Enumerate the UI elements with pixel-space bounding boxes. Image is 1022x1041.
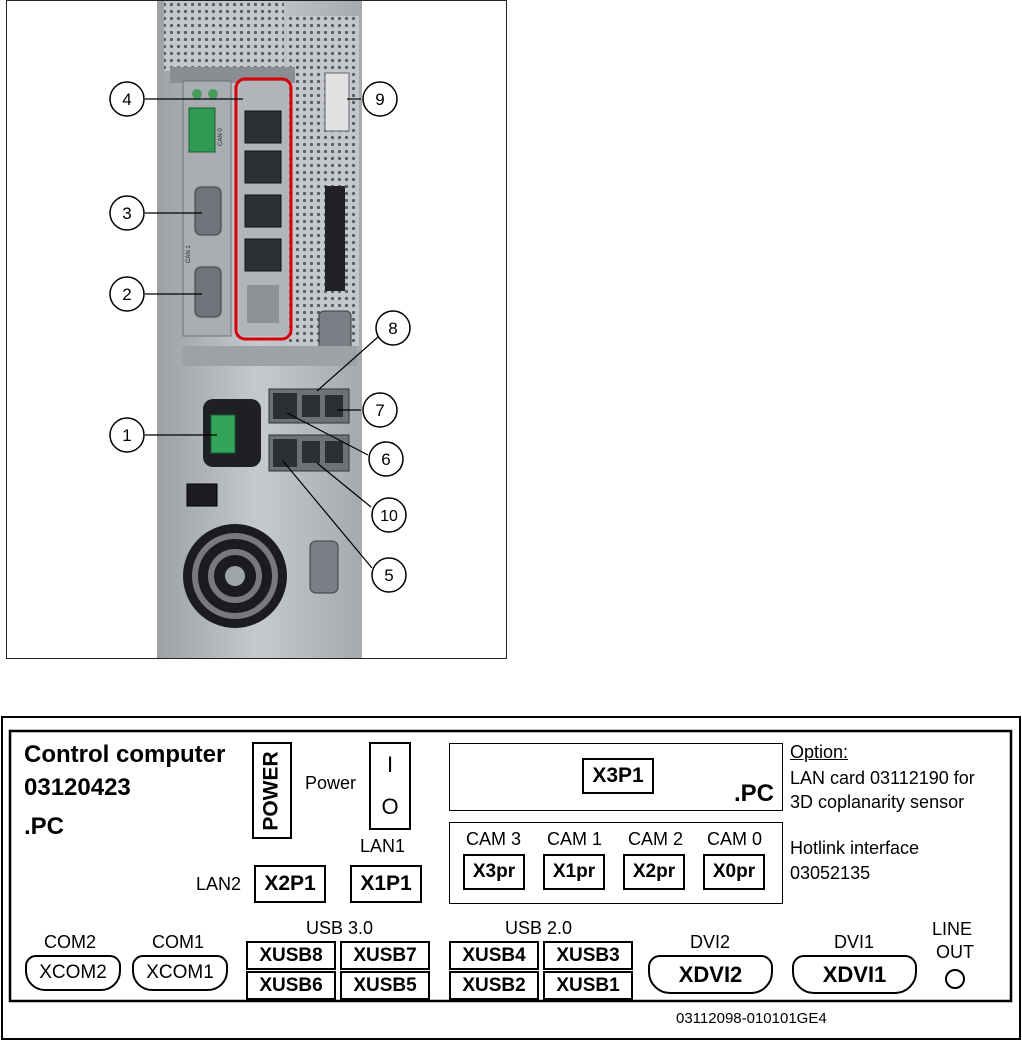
xusb5-box: XUSB5: [340, 971, 430, 1000]
com2-label: COM2: [44, 932, 97, 952]
callout-8: 8: [375, 310, 411, 346]
dvi1-label: DVI1: [834, 932, 875, 952]
photo-tag-can1: CAN 1: [186, 245, 192, 263]
serial-port-upper: [194, 186, 222, 236]
connector-label-panel: Control computer 03120423 .PC POWER Powe…: [0, 715, 1022, 1041]
power-switch-photo: [186, 483, 218, 507]
svg-text:2: 2: [122, 285, 131, 304]
callout-4: 4: [109, 81, 145, 117]
cam-name-0: CAM 3: [466, 829, 522, 849]
callout-10: 10: [371, 497, 407, 533]
usb20-label: USB 2.0: [505, 918, 573, 938]
io-panel: [182, 346, 357, 366]
svg-text:3: 3: [122, 204, 131, 223]
x1p1-box: X1P1: [350, 865, 422, 903]
card-led-icon: [208, 89, 218, 99]
svg-text:4: 4: [122, 90, 131, 109]
xcom1-connector: XCOM1: [132, 955, 228, 991]
callout-2: 2: [109, 276, 145, 312]
xusb1-box: XUSB1: [543, 971, 633, 1000]
doc-number: 03112098-010101GE4: [676, 1010, 827, 1027]
hotlink-line2: 03052135: [790, 863, 871, 883]
xdvi1-connector: XDVI1: [792, 955, 917, 994]
xdvi2-connector: XDVI2: [648, 955, 773, 994]
side-vent-grille: [287, 16, 359, 346]
cam-name-1: CAM 1: [547, 829, 603, 849]
svg-text:5: 5: [384, 566, 393, 585]
usb30-label: USB 3.0: [306, 918, 374, 938]
dvi2-label: DVI2: [690, 932, 731, 952]
option-line2: 3D coplanarity sensor: [790, 792, 965, 812]
lan-highlight-frame: [234, 77, 293, 341]
svg-text:8: 8: [388, 319, 397, 338]
can-terminal-block: [188, 107, 216, 153]
cam-port-0: X3pr: [463, 854, 525, 890]
cam-port-2: X2pr: [623, 854, 685, 890]
line-out-label-1: LINE: [932, 919, 973, 939]
cam-name-2: CAM 2: [628, 829, 684, 849]
label-title-line3: .PC: [24, 813, 65, 840]
option-heading: Option:: [790, 742, 849, 762]
com1-label: COM1: [152, 932, 205, 952]
serial-port-lower: [194, 266, 222, 318]
callout-3: 3: [109, 195, 145, 231]
pc-tag: .PC: [734, 780, 775, 807]
power-switch-symbol-box: I O: [369, 742, 411, 830]
photo-tag-can0: CAN 0: [218, 128, 224, 146]
hotlink-line1: Hotlink interface: [790, 838, 920, 858]
svg-text:9: 9: [375, 90, 384, 109]
lan1-label: LAN1: [360, 836, 406, 856]
xusb8-box: XUSB8: [246, 941, 336, 970]
xusb7-box: XUSB7: [340, 941, 430, 970]
xusb6-box: XUSB6: [246, 971, 336, 1000]
usb-lan-block-upper: [268, 388, 350, 424]
switch-off-symbol: O: [381, 794, 399, 819]
callout-7: 7: [362, 392, 398, 428]
x3p1-box: X3P1: [582, 758, 654, 794]
lan2-label: LAN2: [196, 874, 242, 894]
card-slot: [325, 186, 345, 291]
power-terminal: [210, 414, 236, 454]
svg-text:1: 1: [122, 426, 131, 445]
dvi-port: [324, 72, 350, 132]
callout-5: 5: [371, 557, 407, 593]
xusb2-box: XUSB2: [449, 971, 539, 1000]
xusb4-box: XUSB4: [449, 941, 539, 970]
power-switch-label: Power: [305, 773, 357, 793]
label-title-line1: Control computer: [24, 741, 226, 768]
line-out-jack-icon: [945, 969, 965, 989]
svg-text:7: 7: [375, 401, 384, 420]
line-out-label-2: OUT: [936, 942, 974, 962]
power-vertical-box: POWER: [252, 742, 292, 839]
xcom2-connector: XCOM2: [25, 955, 121, 991]
usb-lan-block-lower: [268, 434, 350, 472]
cam-port-3: X0pr: [703, 854, 765, 890]
cam-port-1: X1pr: [543, 854, 605, 890]
xusb3-box: XUSB3: [543, 941, 633, 970]
x2p1-box: X2P1: [254, 865, 326, 903]
rj45-stack: [244, 110, 282, 323]
pc-rear-illustration: CAN 0 CAN 1: [109, 1, 411, 658]
svg-text:10: 10: [380, 508, 398, 525]
cam-name-3: CAM 0: [707, 829, 763, 849]
label-title-line2: 03120423: [24, 774, 131, 801]
serial-port-bottom: [309, 540, 339, 594]
leader-lines: [145, 98, 379, 569]
rear-photo-frame: CAN 0 CAN 1: [6, 0, 507, 659]
top-vent-grille: [164, 1, 284, 71]
option-line1: LAN card 03112190 for: [790, 768, 975, 788]
card-led-icon: [192, 89, 202, 99]
callout-1: 1: [109, 417, 145, 453]
switch-on-symbol: I: [386, 752, 394, 777]
svg-text:6: 6: [381, 450, 390, 469]
callout-6: 6: [368, 441, 404, 477]
callout-9: 9: [362, 81, 398, 117]
